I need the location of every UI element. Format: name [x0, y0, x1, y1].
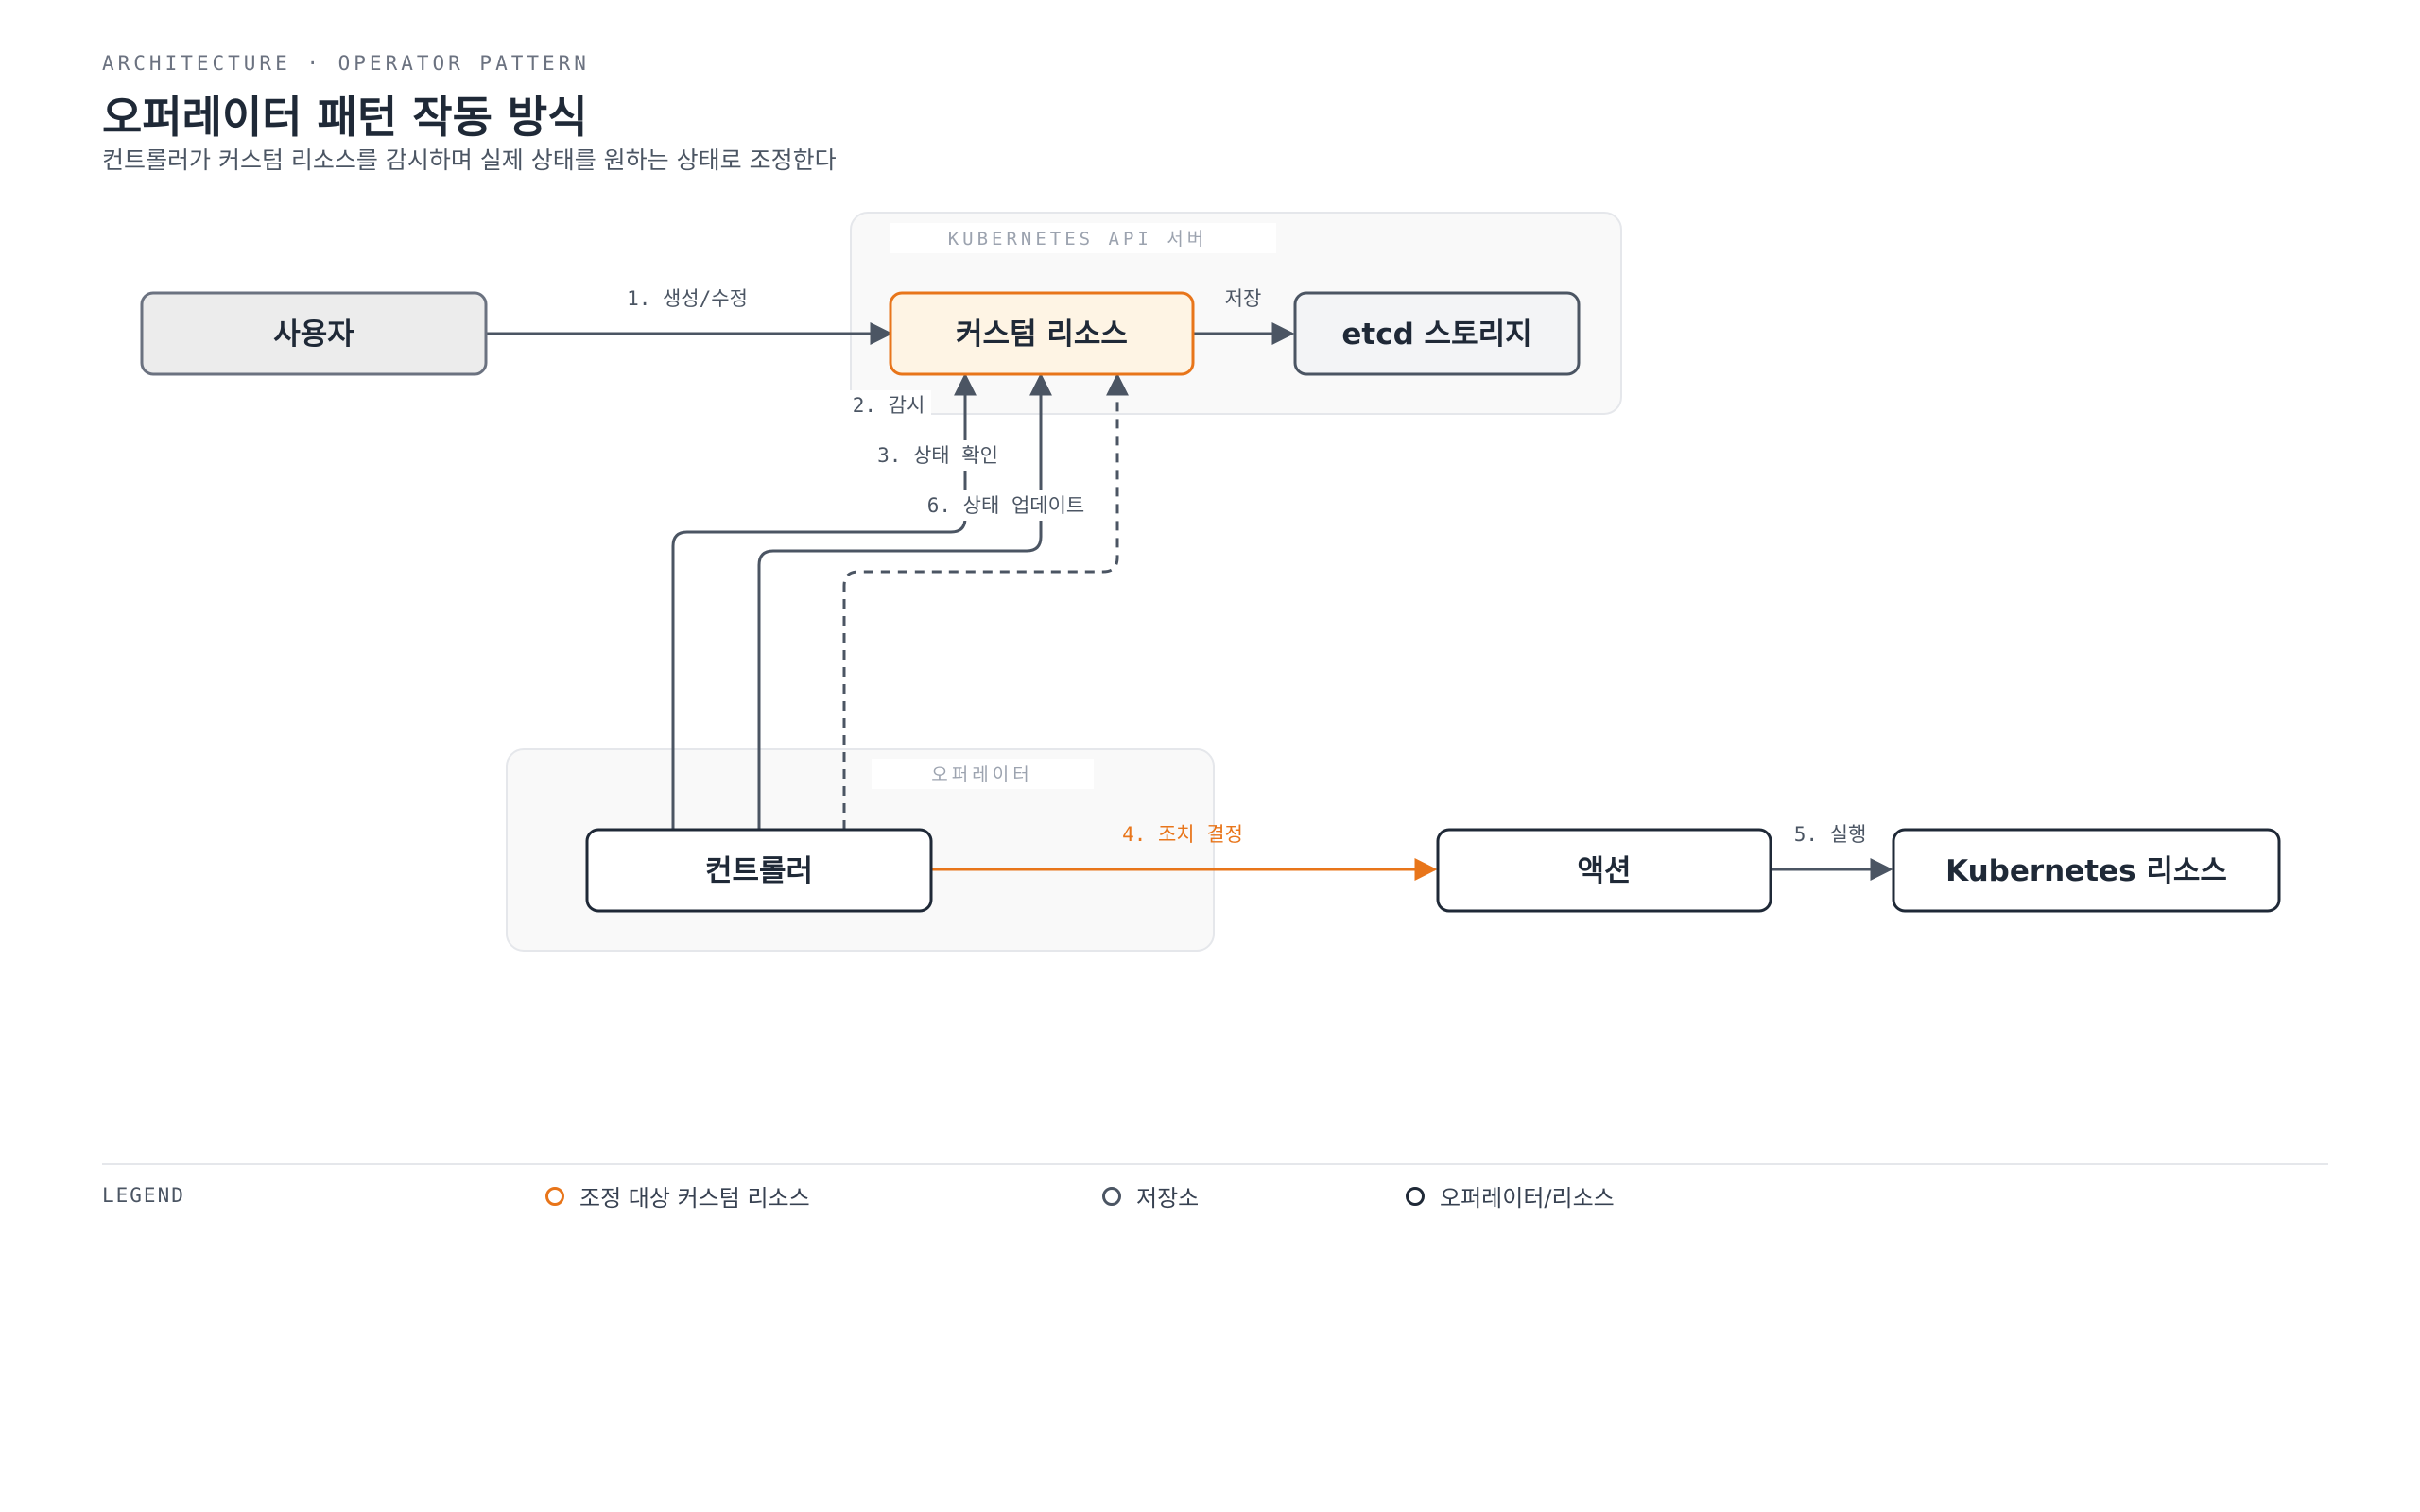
legend-item-label: 오퍼레이터/리소스: [1440, 1185, 1615, 1211]
edge-update-label: 6. 상태 업데이트: [927, 494, 1085, 517]
node-user-label: 사용자: [273, 318, 354, 352]
legend-divider: [102, 1163, 2328, 1165]
edge-watch: [671, 372, 977, 830]
edge-create-label: 1. 생성/수정: [627, 287, 748, 310]
page-subtitle: 컨트롤러가 커스텀 리소스를 감시하며 실제 상태를 원하는 상태로 조정한다: [102, 146, 837, 174]
circle-icon: [545, 1186, 564, 1206]
node-action-label: 액션: [1577, 854, 1631, 888]
kicker: ARCHITECTURE · OPERATOR PATTERN: [102, 52, 590, 75]
legend-item-reconcile-target: 조정 대상 커스텀 리소스: [545, 1179, 810, 1212]
node-user: [140, 291, 488, 376]
node-etcd: [1293, 291, 1581, 376]
node-controller-label: 컨트롤러: [705, 854, 813, 888]
legend-item-operator-resource: 오퍼레이터/리소스: [1406, 1179, 1615, 1212]
node-action: [1436, 828, 1772, 913]
edge-check: [757, 372, 1052, 830]
node-k8s-resource-label: Kubernetes 리소스: [1945, 854, 2227, 888]
circle-icon: [1102, 1186, 1121, 1206]
page-title: 오퍼레이터 패턴 작동 방식: [102, 92, 588, 143]
node-custom-resource: [889, 291, 1195, 376]
edge-decide-label: 4. 조치 결정: [1122, 823, 1243, 846]
api-server-group-label: KUBERNETES API 서버: [948, 229, 1208, 249]
circle-icon: [1406, 1186, 1425, 1206]
legend-item-storage: 저장소: [1102, 1179, 1199, 1212]
legend-item-label: 조정 대상 커스텀 리소스: [579, 1185, 810, 1211]
operator-group-label: 오퍼레이터: [931, 765, 1032, 785]
edge-watch-label: 2. 감시: [853, 394, 925, 417]
edge-update: [842, 372, 1129, 830]
edge-execute-label: 5. 실행: [1794, 823, 1867, 846]
node-controller: [585, 828, 933, 913]
node-etcd-label: etcd 스토리지: [1341, 318, 1531, 352]
node-custom-resource-label: 커스텀 리소스: [956, 318, 1128, 352]
edge-check-label: 3. 상태 확인: [877, 444, 998, 467]
legend-title: LEGEND: [102, 1184, 185, 1207]
legend-item-label: 저장소: [1136, 1185, 1200, 1211]
edge-store-label: 저장: [1225, 287, 1262, 310]
node-k8s-resource: [1892, 828, 2281, 913]
